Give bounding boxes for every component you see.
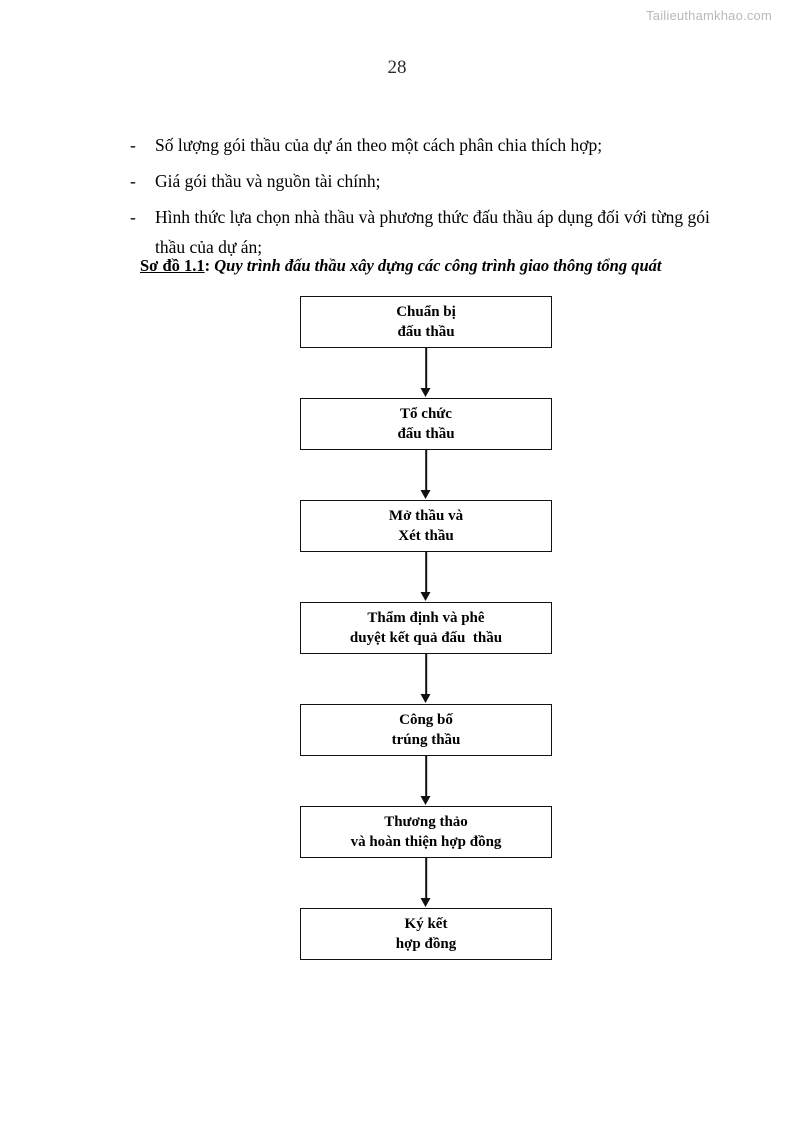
- flow-box-line1: Mở thầu và: [388, 508, 464, 524]
- bullet-marker: -: [130, 207, 136, 227]
- arrow-stem: [425, 654, 427, 696]
- arrow-stem: [425, 858, 427, 900]
- flow-box-line1: Thẩm định và phê: [367, 610, 485, 626]
- flow-step-5: Công bố trúng thầu: [300, 704, 552, 756]
- list-item: - Hình thức lựa chọn nhà thầu và phương …: [130, 202, 730, 262]
- figure-caption: Sơ đồ 1.1: Quy trình đấu thầu xây dựng c…: [140, 256, 662, 276]
- arrow-stem: [425, 450, 427, 492]
- figure-caption-separator: :: [204, 256, 211, 275]
- flow-box-line2: và hoàn thiện hợp đồng: [350, 834, 502, 850]
- flow-box-line2: duyệt kết quả đấu thầu: [349, 630, 503, 646]
- bullet-marker: -: [130, 135, 136, 155]
- flow-box-line2: đấu thầu: [397, 426, 455, 442]
- arrow-head-icon: [420, 388, 431, 397]
- flow-step-7: Ký kết hợp đồng: [300, 908, 552, 960]
- flow-step-3: Mở thầu và Xét thầu: [300, 500, 552, 552]
- arrow-stem: [425, 756, 427, 798]
- flow-box-line2: hợp đồng: [395, 936, 457, 952]
- flow-arrow-5: [300, 756, 552, 806]
- figure-caption-title: Quy trình đấu thầu xây dựng các công trì…: [214, 256, 662, 275]
- flow-box: Mở thầu và Xét thầu: [300, 500, 552, 552]
- flow-arrow-4: [300, 654, 552, 704]
- flow-box: Thương thảo và hoàn thiện hợp đồng: [300, 806, 552, 858]
- page-number: 28: [387, 57, 407, 78]
- flow-box-line2: Xét thầu: [398, 528, 454, 544]
- flow-step-1: Chuẩn bị đấu thầu: [300, 296, 552, 348]
- list-item: - Giá gói thầu và nguồn tài chính;: [130, 166, 730, 196]
- flow-box: Tổ chức đấu thầu: [300, 398, 552, 450]
- arrow-head-icon: [420, 796, 431, 805]
- bullet-marker: -: [130, 171, 136, 191]
- bullet-text: Hình thức lựa chọn nhà thầu và phương th…: [155, 207, 710, 257]
- flow-step-4: Thẩm định và phê duyệt kết quả đấu thầu: [300, 602, 552, 654]
- arrow-head-icon: [420, 694, 431, 703]
- arrow-head-icon: [420, 898, 431, 907]
- flowchart-diagram: Chuẩn bị đấu thầu Tổ chức đấu thầu Mở th…: [300, 296, 552, 960]
- flow-box: Ký kết hợp đồng: [300, 908, 552, 960]
- flow-box-line2: trúng thầu: [391, 732, 461, 748]
- flow-arrow-1: [300, 348, 552, 398]
- list-item: - Số lượng gói thầu của dự án theo một c…: [130, 130, 730, 160]
- figure-caption-label: Sơ đồ 1.1: [140, 256, 205, 275]
- bullet-list: - Số lượng gói thầu của dự án theo một c…: [130, 130, 730, 268]
- flow-arrow-2: [300, 450, 552, 500]
- flow-box-line1: Chuẩn bị: [396, 304, 456, 320]
- flow-box-line2: đấu thầu: [397, 324, 455, 340]
- flow-box-line1: Tổ chức: [400, 406, 452, 422]
- arrow-head-icon: [420, 490, 431, 499]
- bullet-text: Giá gói thầu và nguồn tài chính;: [155, 171, 381, 191]
- flow-step-6: Thương thảo và hoàn thiện hợp đồng: [300, 806, 552, 858]
- flow-box: Chuẩn bị đấu thầu: [300, 296, 552, 348]
- arrow-head-icon: [420, 592, 431, 601]
- flow-box-line1: Công bố: [399, 712, 453, 728]
- flow-box: Công bố trúng thầu: [300, 704, 552, 756]
- flow-step-2: Tổ chức đấu thầu: [300, 398, 552, 450]
- flow-box: Thẩm định và phê duyệt kết quả đấu thầu: [300, 602, 552, 654]
- bullet-text: Số lượng gói thầu của dự án theo một các…: [155, 135, 603, 155]
- flow-box-line1: Ký kết: [404, 916, 448, 932]
- watermark: Tailieuthamkhao.com: [646, 8, 772, 23]
- flow-box-line1: Thương thảo: [384, 814, 468, 830]
- arrow-stem: [425, 348, 427, 390]
- arrow-stem: [425, 552, 427, 594]
- flow-arrow-6: [300, 858, 552, 908]
- flow-arrow-3: [300, 552, 552, 602]
